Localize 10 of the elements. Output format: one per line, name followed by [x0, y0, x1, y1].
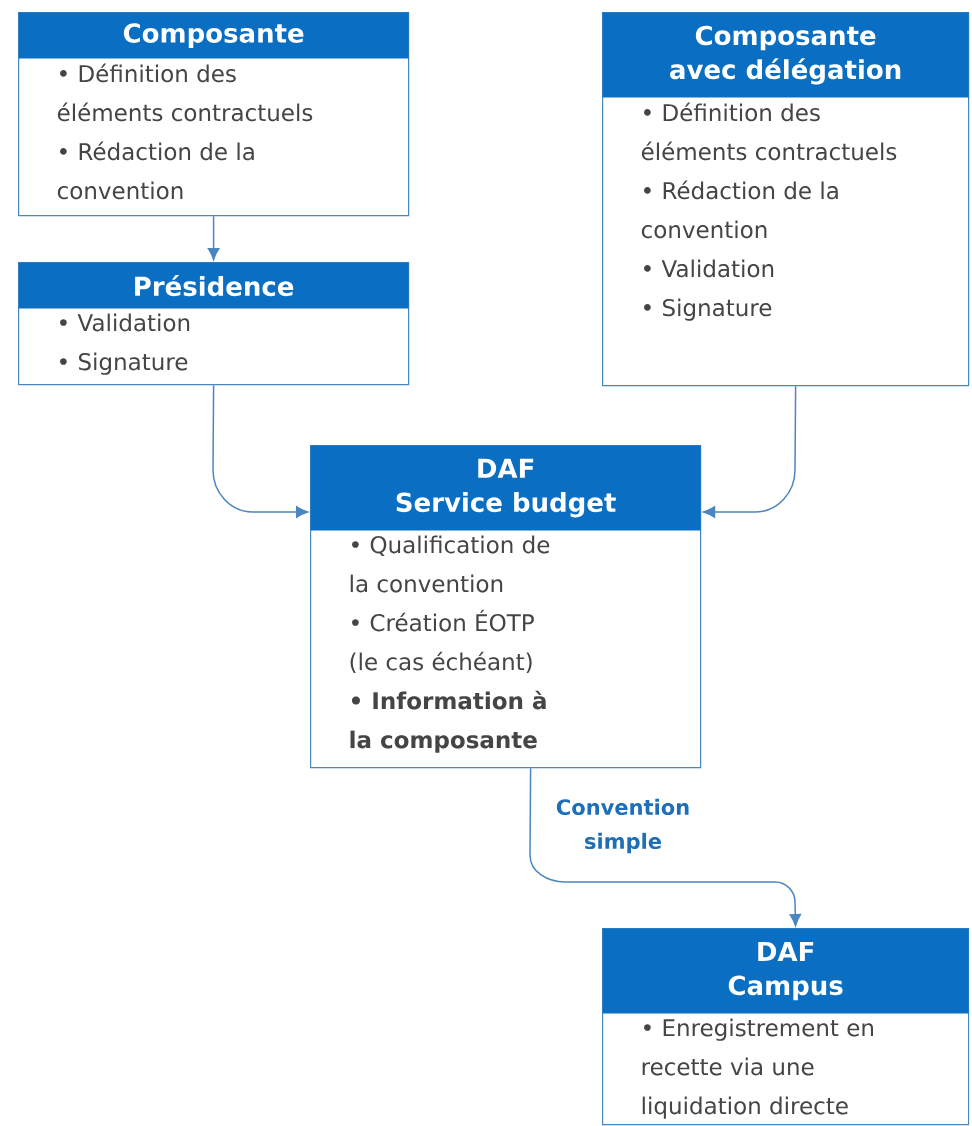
process-box: Composante • Définition des éléments contractuels • Rédaction de la convention — [18, 12, 410, 217]
arrow — [529, 767, 802, 927]
process-box: DAF Campus • Enregistrement en recette via une liquidation directe — [602, 928, 970, 1126]
process-box: Présidence • Validation • Signature — [18, 262, 410, 386]
edge-label: Convention simple — [536, 796, 710, 856]
arrow — [212, 384, 309, 518]
arrow — [703, 385, 797, 518]
arrow — [207, 215, 220, 261]
process-box: DAF Service budget • Qualification de la convention • Création ÉOTP (le cas échéant) • Information à la composante — [310, 445, 702, 769]
process-box: Composante avec délégation • Définition des éléments contractuels • Rédaction de la convention • Validation • Signature — [602, 12, 970, 387]
